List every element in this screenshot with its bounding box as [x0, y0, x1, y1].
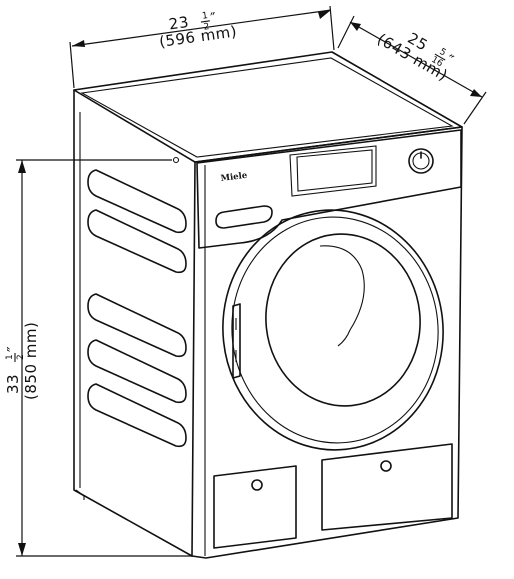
side-vent: [87, 209, 187, 274]
service-flap-right: [321, 443, 453, 531]
height-inch-mark: ″: [4, 346, 22, 352]
depth-fraction-numerator: 5: [437, 47, 447, 59]
width-value: 23: [168, 13, 190, 34]
height-fraction-numerator: 1: [5, 354, 15, 360]
height-value: 33: [4, 374, 22, 394]
depth-arrow-bottom: [470, 89, 482, 97]
detergent-drawer-handle: [215, 205, 273, 229]
depth-dimension-line: [349, 21, 483, 98]
height-arrow-bottom: [18, 543, 26, 556]
width-fraction-denominator: 2: [203, 22, 210, 33]
display-window-inner: [296, 149, 373, 192]
door-hinge: [232, 303, 241, 379]
control-panel: Miele: [172, 129, 462, 249]
depth-dimension: 25 5 16 ″ (643 mm): [337, 15, 487, 125]
sensor-dot: [172, 156, 180, 164]
lower-panels: [213, 443, 453, 549]
service-flap-left: [213, 465, 297, 549]
width-dimension-line: [71, 9, 332, 47]
cabinet-top: [73, 51, 463, 163]
cabinet-side-panel: [73, 89, 196, 557]
height-arrow-top: [18, 160, 26, 173]
side-vent: [87, 293, 187, 358]
height-fraction-denominator: 2: [16, 354, 26, 360]
door-glass: [265, 233, 421, 407]
brand-logo: Miele: [220, 171, 248, 184]
cabinet-top-inner-edge: [80, 57, 454, 158]
width-inch-mark: ″: [209, 9, 218, 28]
side-vents: [87, 169, 187, 448]
service-flap-right-knob: [380, 460, 392, 472]
side-vent: [87, 169, 187, 234]
width-arrow-right: [318, 10, 331, 19]
side-vent: [87, 339, 187, 404]
cabinet-foot: [75, 489, 85, 500]
door-glass-reflection: [319, 245, 365, 347]
depth-arrow-top: [350, 22, 361, 31]
door-assembly: [222, 209, 444, 451]
service-flap-left-knob: [251, 479, 263, 491]
door-outer-ring: [222, 209, 444, 451]
control-panel-frame: [196, 129, 462, 249]
display-window-outer: [289, 145, 377, 197]
side-vent: [87, 383, 187, 448]
program-dial: [408, 148, 434, 174]
height-metric: (850 mm): [22, 322, 40, 400]
height-dimension: 33 1 2 ″ (850 mm): [4, 159, 192, 557]
cabinet-front-panel: [191, 126, 463, 559]
width-fraction-numerator: 1: [202, 11, 209, 22]
dryer-cabinet: [73, 51, 463, 559]
width-arrow-left: [72, 40, 85, 47]
